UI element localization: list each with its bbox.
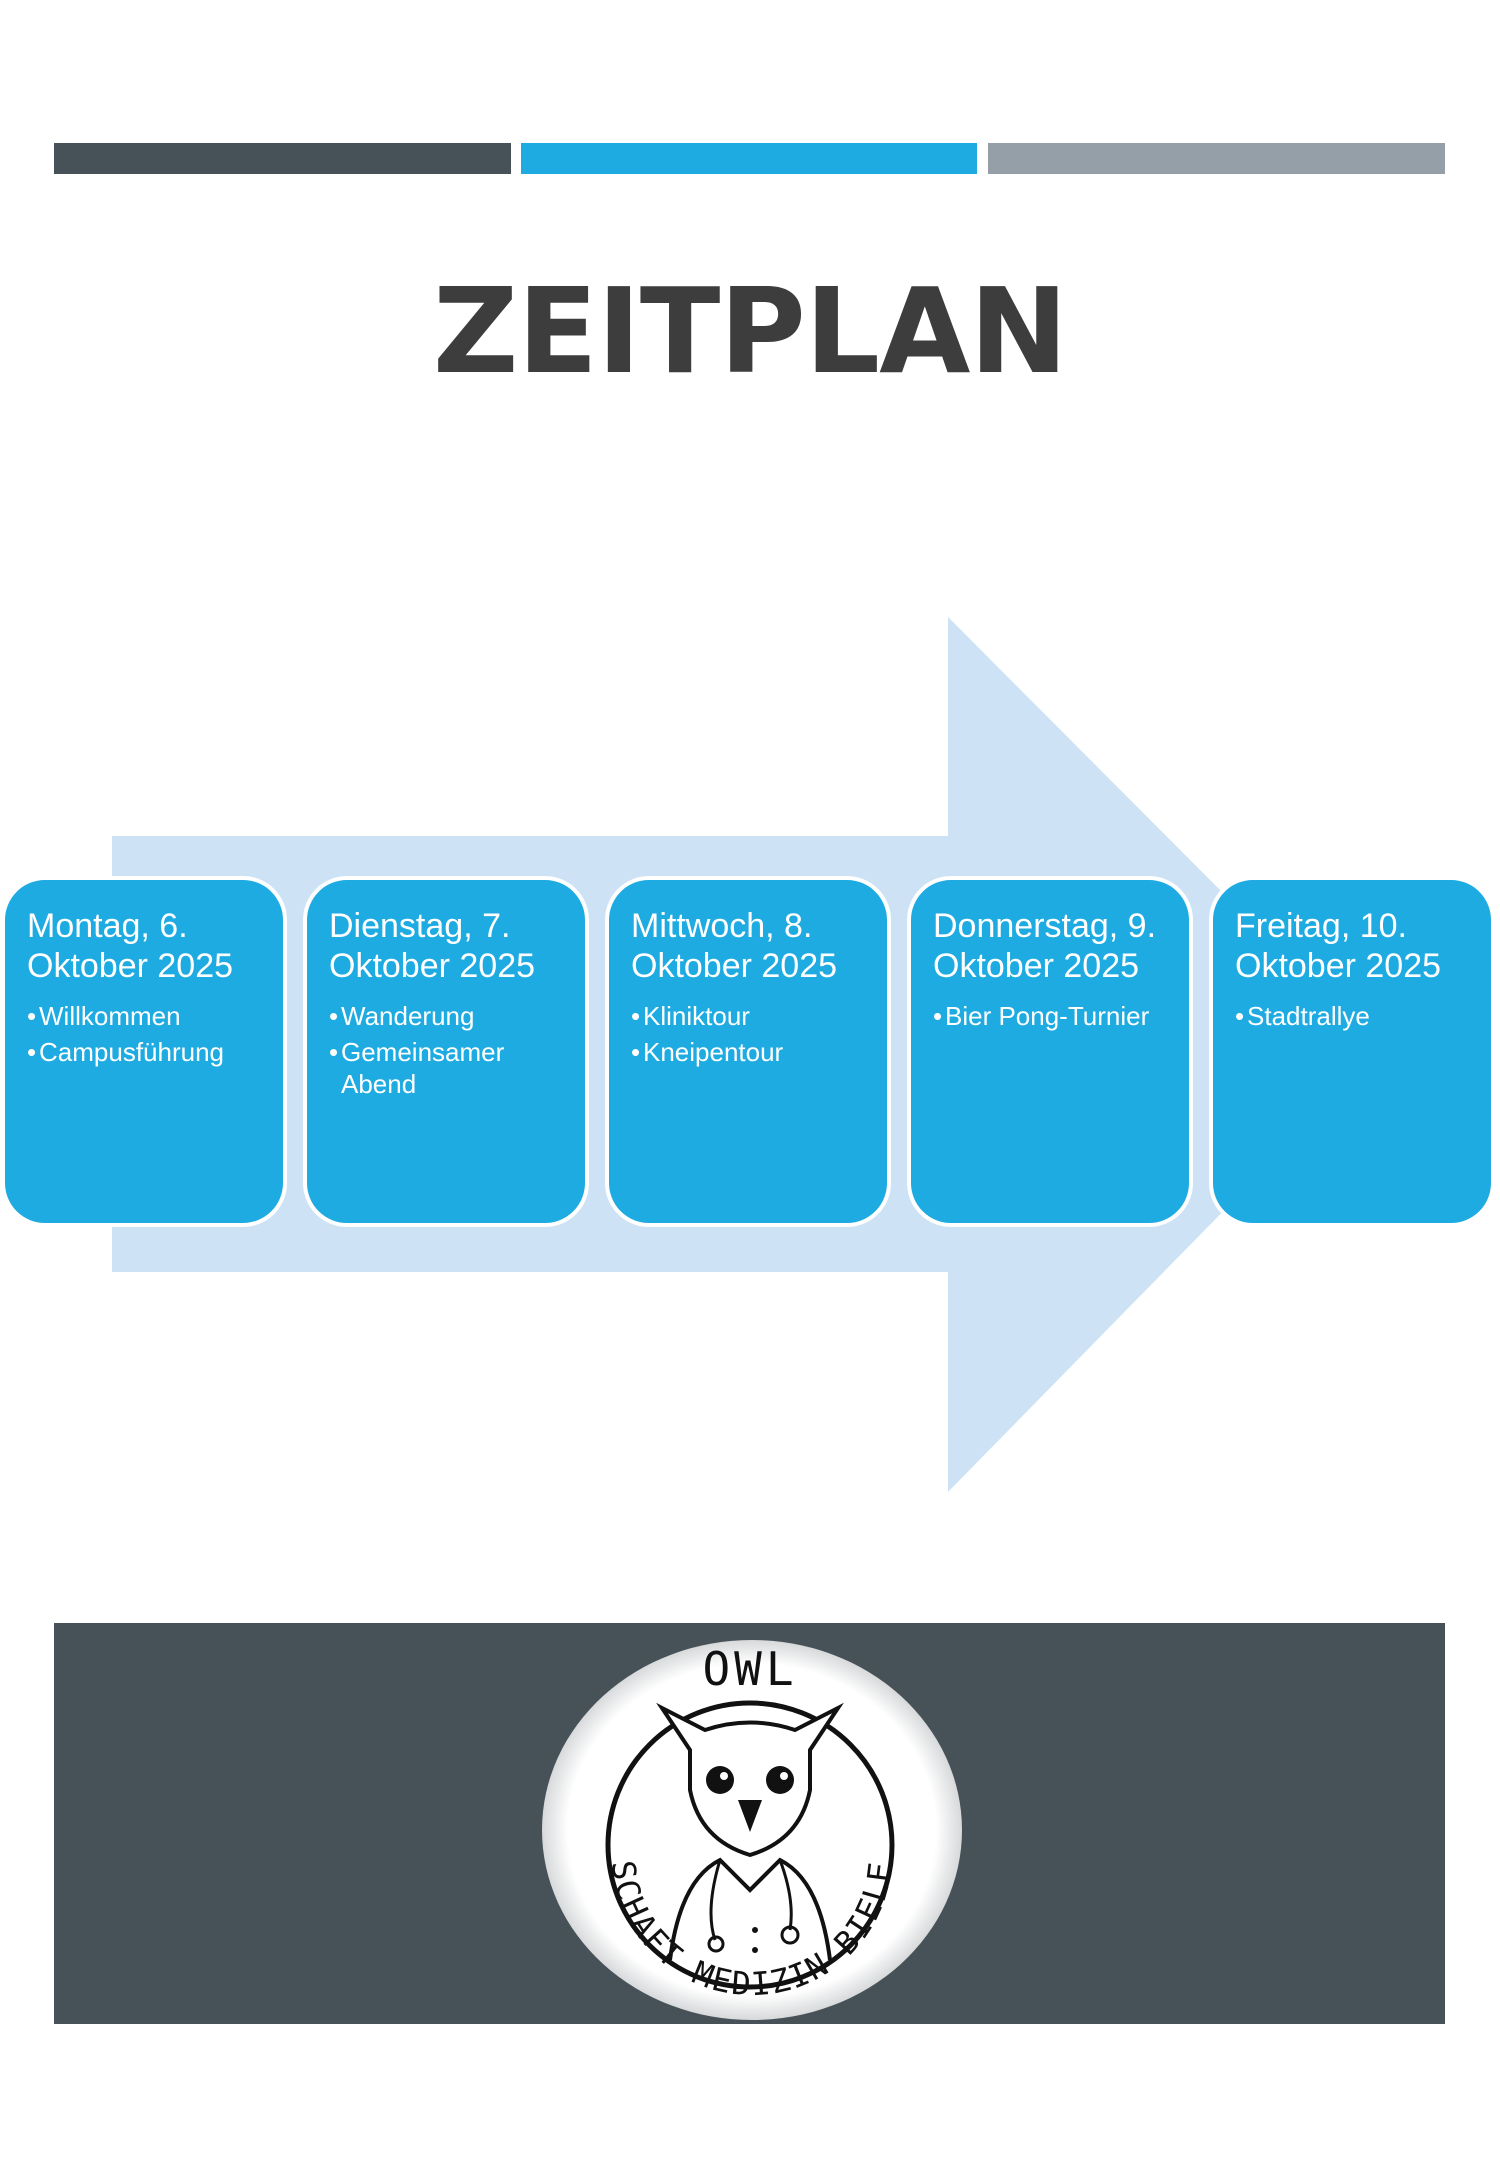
activity-item: •Wanderung: [329, 1001, 475, 1031]
day-card-thursday: Donnerstag, 9. Oktober 2025 •Bier Pong-T…: [907, 876, 1193, 1227]
day-card-friday: Freitag, 10. Oktober 2025 •Stadtrallye: [1209, 876, 1495, 1227]
day-title: Montag, 6. Oktober 2025: [27, 907, 234, 985]
activity-item: •Stadtrallye: [1235, 1001, 1370, 1031]
header-bar-blue: [521, 143, 977, 174]
day-title: Mittwoch, 8. Oktober 2025: [631, 907, 838, 985]
activity-list: •Kliniktour •Kneipentour: [631, 1000, 867, 1068]
day-card-tuesday: Dienstag, 7. Oktober 2025 •Wanderung •Ge…: [303, 876, 589, 1227]
header-bar-grey: [988, 143, 1445, 174]
fachschaft-owl-logo: OWL FACHSCHAFT MEDIZIN BIELEFELD: [529, 1600, 960, 2030]
activity-item: •Kliniktour: [631, 1001, 750, 1031]
header-bar-dark: [54, 143, 511, 174]
day-title: Dienstag, 7. Oktober 2025: [329, 907, 536, 985]
activity-item: •Willkommen: [27, 1001, 181, 1031]
activity-item: •Gemeinsamer Abend: [329, 1037, 505, 1099]
activity-list: •Bier Pong-Turnier: [933, 1000, 1169, 1032]
day-card-monday: Montag, 6. Oktober 2025 •Willkommen •Cam…: [1, 876, 287, 1227]
activity-item: •Kneipentour: [631, 1037, 784, 1067]
page-title: ZEITPLAN: [432, 262, 1068, 400]
day-card-wednesday: Mittwoch, 8. Oktober 2025 •Kliniktour •K…: [605, 876, 891, 1227]
activity-list: •Wanderung •Gemeinsamer Abend: [329, 1000, 565, 1100]
activity-item: •Bier Pong-Turnier: [933, 1001, 1150, 1031]
owl-emblem-icon: FACHSCHAFT MEDIZIN BIELEFELD: [529, 1600, 898, 2003]
activity-list: •Stadtrallye: [1235, 1000, 1471, 1032]
logo-top-text: OWL: [702, 1642, 798, 1696]
activity-list: •Willkommen •Campusführung: [27, 1000, 263, 1068]
day-title: Freitag, 10. Oktober 2025: [1235, 907, 1442, 985]
activity-item: •Campusführung: [27, 1037, 224, 1067]
day-title: Donnerstag, 9. Oktober 2025: [933, 907, 1157, 985]
